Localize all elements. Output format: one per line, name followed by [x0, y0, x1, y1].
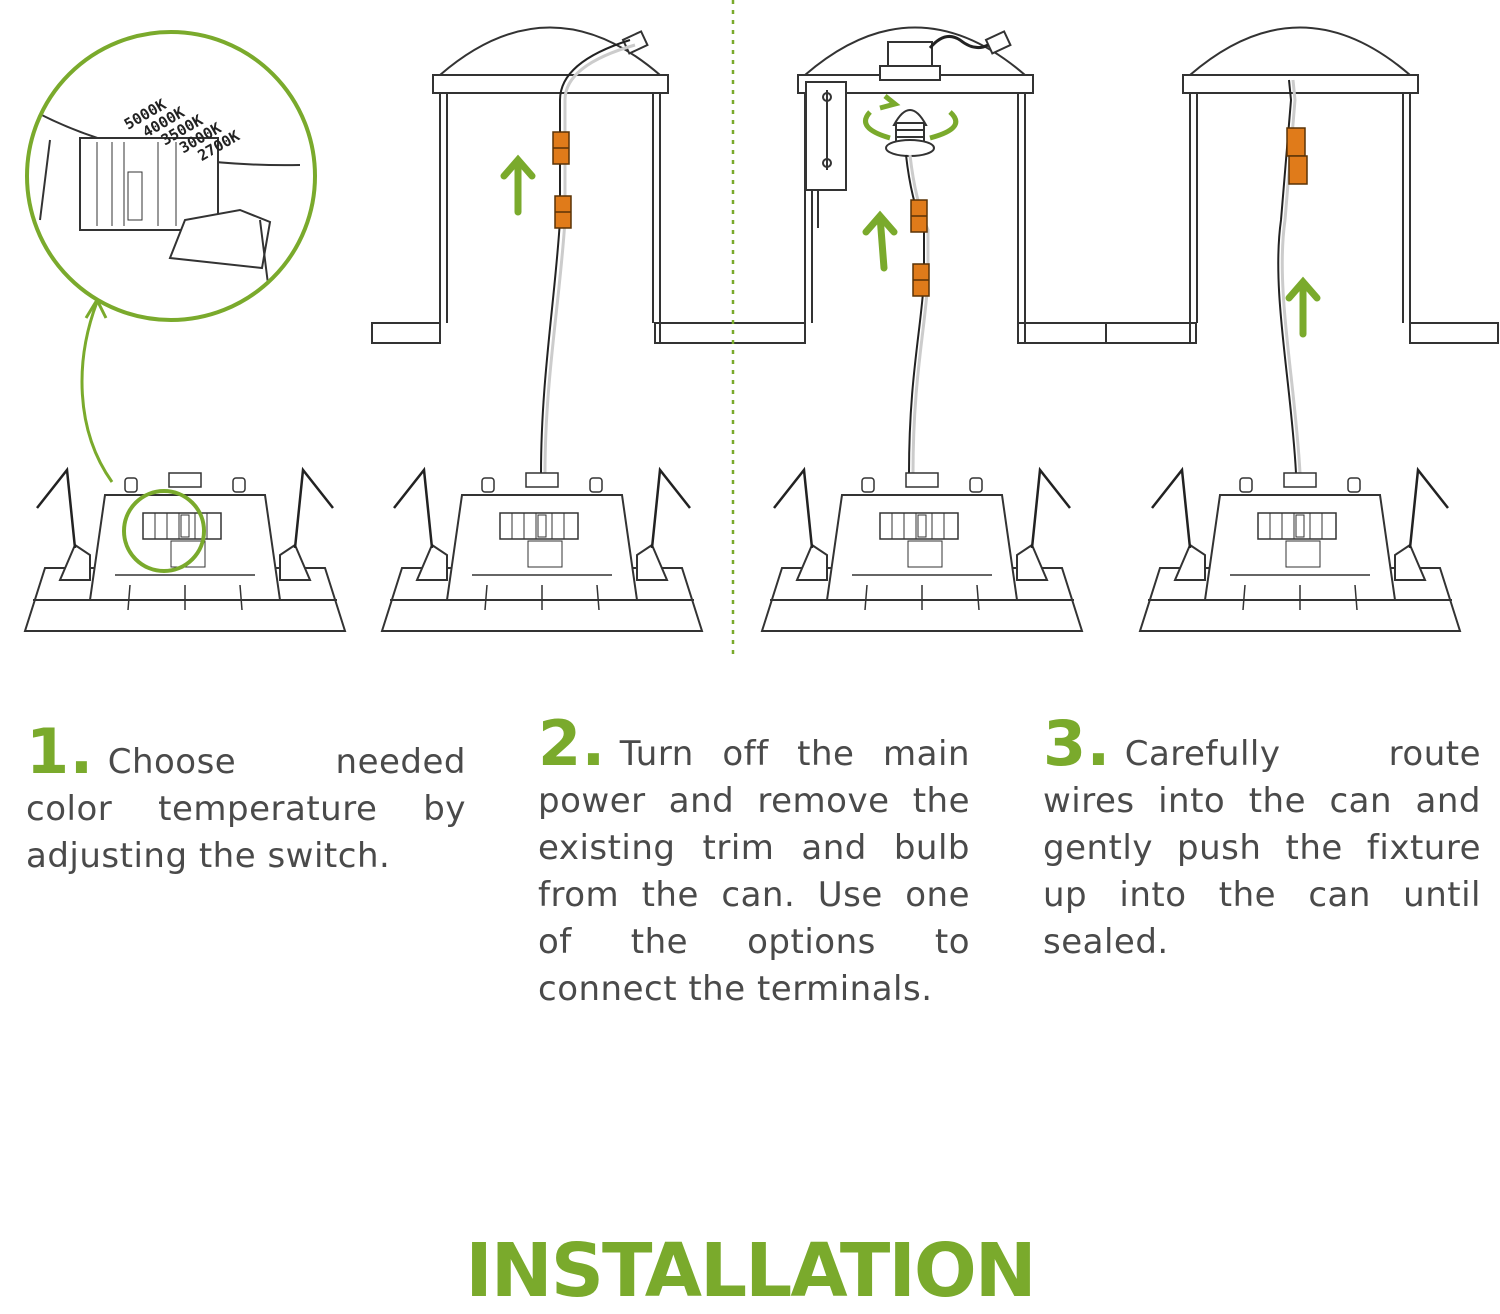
installation-illustration: 5000K 4000K 3500K 3000K 2700K	[23, 0, 1499, 660]
wires	[540, 39, 1302, 474]
up-arrow-icon	[500, 154, 536, 216]
switch-magnifier: 5000K 4000K 3500K 3000K 2700K	[25, 30, 317, 573]
step-3-text: Carefully route wires into the can and g…	[1043, 734, 1481, 962]
step-2-number: 2.	[538, 707, 606, 780]
fixture-3	[1138, 468, 1462, 633]
recessed-can-2a	[432, 26, 669, 343]
fixture-2a	[380, 468, 704, 633]
recessed-can-2b	[797, 26, 1034, 343]
step-2-text: Turn off the main power and remove the e…	[538, 734, 970, 1009]
fixture-2b	[760, 468, 1084, 633]
step-1-text: Choose needed color temperature by adjus…	[26, 742, 466, 876]
step-3-number: 3.	[1043, 707, 1111, 780]
up-arrow-icon	[862, 210, 898, 272]
recessed-can-3	[1182, 26, 1419, 343]
screw-in-adapter	[885, 109, 935, 157]
page-title: INSTALLATION	[465, 1228, 1036, 1314]
connector-pair-c	[1286, 127, 1308, 185]
up-arrow-icon	[1285, 276, 1321, 338]
step-1: 1.Choose needed color temperature by adj…	[26, 721, 466, 880]
fixture-1	[23, 468, 347, 633]
rotate-arrow-icon	[863, 94, 959, 141]
step-3: 3.Carefully route wires into the can and…	[1043, 713, 1481, 966]
connector-pair-b	[910, 199, 930, 297]
step-2: 2.Turn off the main power and remove the…	[538, 713, 970, 1013]
ceiling-cutaway	[371, 322, 1499, 344]
step-1-number: 1.	[26, 715, 94, 788]
connector-pair-a	[552, 131, 572, 229]
